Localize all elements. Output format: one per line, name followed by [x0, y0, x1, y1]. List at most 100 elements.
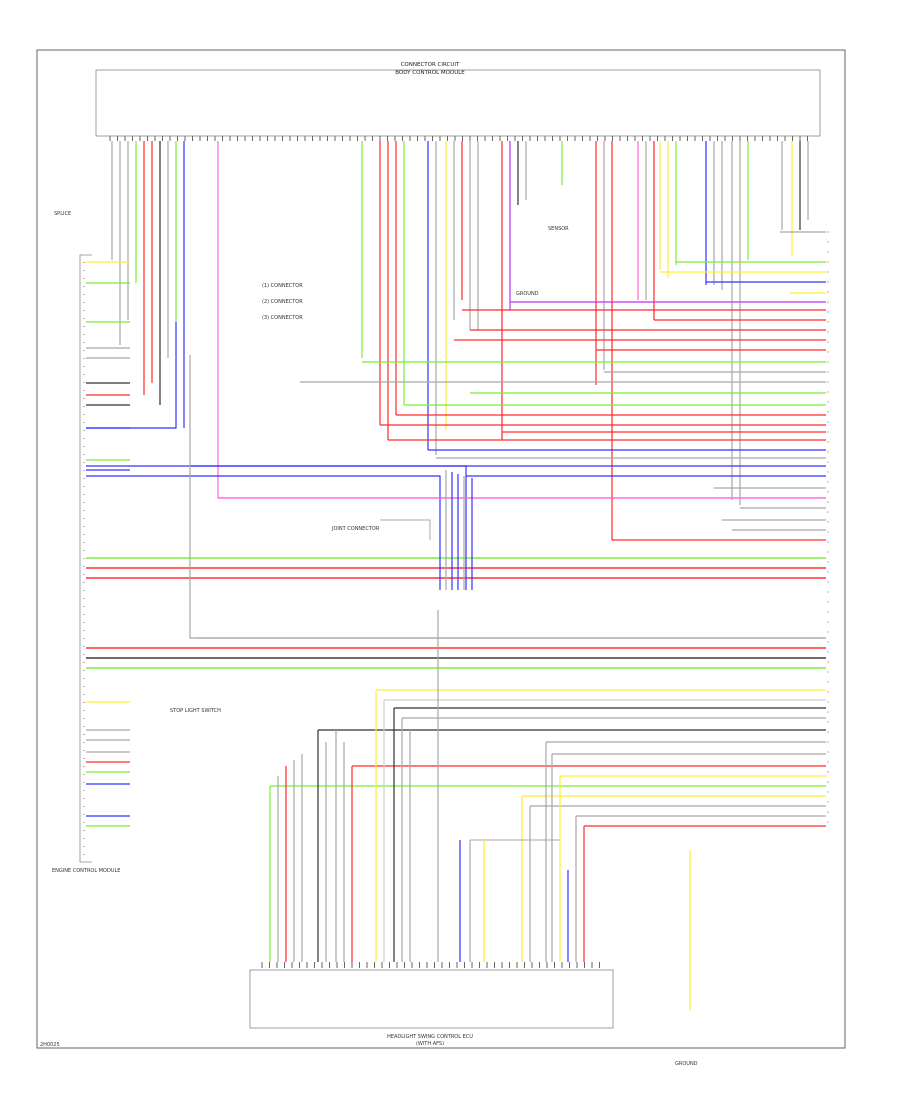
- bottom-unit-pin: [291, 962, 293, 968]
- top-unit-pin: [589, 136, 591, 141]
- top-unit-pin: [252, 136, 253, 141]
- left-run-124: [86, 465, 467, 590]
- left-unit-pin: [83, 566, 85, 567]
- top-unit-pin: [739, 136, 741, 141]
- bottom-unit-title: HEADLIGHT SWING CONTROL ECU: [387, 1034, 473, 1040]
- bottom-unit-pin: [276, 962, 278, 968]
- legend-item-1: (1) CONNECTOR: [262, 283, 303, 289]
- bottom-unit-pin: [434, 962, 435, 968]
- left-unit-pin: [83, 302, 85, 303]
- joint-link-135: [380, 519, 431, 540]
- right-pin: [827, 731, 829, 733]
- left-unit-pin: [83, 750, 85, 751]
- left-unit-pin: [83, 462, 85, 463]
- top-unit-pin: [244, 136, 246, 141]
- right-pin: [827, 541, 829, 543]
- right-pin: [827, 581, 829, 583]
- top-unit-pin: [177, 136, 178, 141]
- right-pin: [827, 401, 829, 403]
- right-pin: [827, 281, 829, 283]
- left-unit-pin: [83, 702, 85, 703]
- top-unit-pin: [634, 136, 636, 141]
- left-unit-pin: [83, 670, 85, 671]
- right-pin: [827, 601, 829, 603]
- top-unit-pin: [387, 136, 388, 141]
- top-unit-pin: [724, 136, 726, 141]
- top-unit-pin: [567, 136, 568, 141]
- right-pin: [827, 351, 829, 353]
- top-unit-pin: [229, 136, 231, 141]
- top-unit-pin: [282, 136, 283, 141]
- left-unit-pin: [83, 494, 85, 495]
- left-unit-pin: [83, 406, 85, 407]
- left-unit-pin: [83, 502, 85, 503]
- top-unit-pin: [762, 136, 763, 141]
- top-unit-pin: [529, 136, 531, 141]
- top-unit-pin: [499, 136, 501, 141]
- right-pin: [827, 301, 829, 303]
- right-pin: [827, 311, 829, 313]
- top-unit-pin: [117, 136, 118, 141]
- right-pin: [827, 821, 829, 823]
- left-unit-pin: [83, 774, 85, 775]
- bottom-unit-pin: [426, 962, 428, 968]
- left-unit-pin: [83, 278, 85, 279]
- ground-bottom-label: GROUND: [675, 1061, 698, 1067]
- left-unit-pin: [83, 454, 85, 455]
- bottom-unit-pin: [336, 962, 338, 968]
- splice-left-label: SPLICE: [54, 211, 71, 217]
- bottom-unit-pin: [329, 962, 330, 968]
- top-unit-pin: [334, 136, 336, 141]
- left-unit-pin: [83, 414, 85, 415]
- bottom-unit-pin: [261, 962, 263, 968]
- top-unit-pin: [642, 136, 643, 141]
- right-pin: [827, 441, 829, 443]
- left-unit-pin: [83, 742, 85, 743]
- right-pin: [827, 691, 829, 693]
- bottom-unit-pin: [351, 962, 353, 968]
- top-unit-pin: [199, 136, 201, 141]
- top-unit-pin: [192, 136, 193, 141]
- left-unit-pin: [83, 326, 85, 327]
- left-unit-pin: [83, 366, 85, 367]
- left-unit-pin: [83, 422, 85, 423]
- top-unit-pin: [304, 136, 306, 141]
- right-pin: [827, 641, 829, 643]
- left-unit-pin: [83, 790, 85, 791]
- top-unit-pin: [484, 136, 486, 141]
- right-pin: [827, 431, 829, 433]
- bottom-unit-pin: [584, 962, 585, 968]
- bottom-unit-pin: [509, 962, 510, 968]
- top-unit-pin: [379, 136, 381, 141]
- top-unit-pin: [792, 136, 793, 141]
- top-unit-pin: [162, 136, 163, 141]
- left-unit-pin: [83, 606, 85, 607]
- ground-top-label: GROUND: [516, 291, 539, 297]
- top-unit-pin: [207, 136, 208, 141]
- bottom-unit-pin: [411, 962, 413, 968]
- right-pin: [827, 661, 829, 663]
- right-pin: [827, 631, 829, 633]
- bottom-unit-pin: [269, 962, 270, 968]
- right-pin: [827, 411, 829, 413]
- bottom-unit-pin: [554, 962, 555, 968]
- right-pin: [827, 561, 829, 563]
- right-pin: [827, 621, 829, 623]
- top-unit-pin: [297, 136, 298, 141]
- left-unit-pin: [83, 438, 85, 439]
- left-unit-pin: [83, 550, 85, 551]
- top-unit-pin: [259, 136, 261, 141]
- left-unit-pin: [83, 638, 85, 639]
- left-unit-pin: [83, 598, 85, 599]
- wires-group: [86, 141, 826, 1010]
- right-pin: [827, 361, 829, 363]
- left-unit-pin: [83, 622, 85, 623]
- bottom-unit-pin: [561, 962, 563, 968]
- left-unit-pin: [83, 806, 85, 807]
- left-unit-pin: [83, 734, 85, 735]
- top-unit-pin: [649, 136, 651, 141]
- right-pin: [827, 501, 829, 503]
- top-unit-pin: [424, 136, 426, 141]
- right-pin: [827, 751, 829, 753]
